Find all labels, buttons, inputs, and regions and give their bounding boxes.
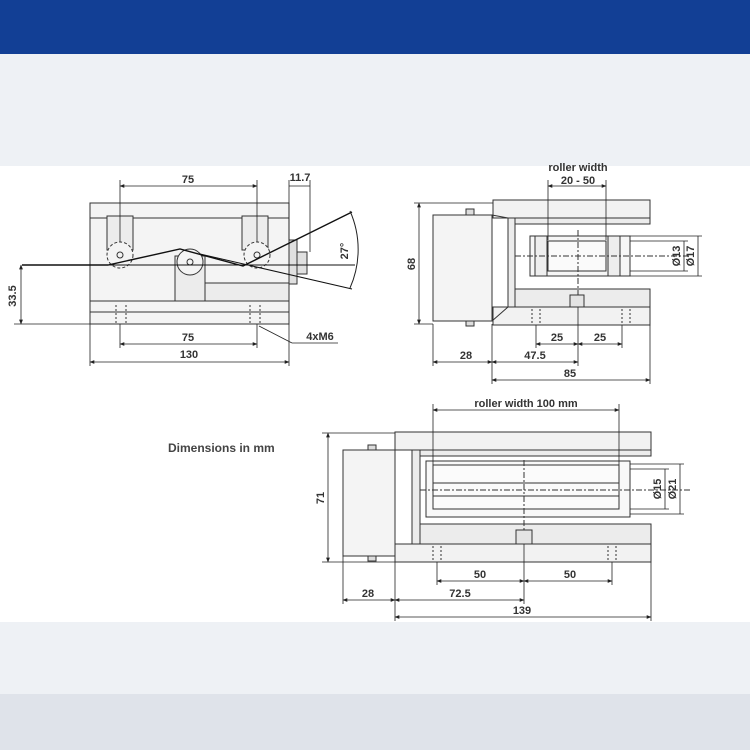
side-wide-dia-15: Ø15 <box>652 479 664 500</box>
side-view-wide-dimensions <box>322 404 684 621</box>
side-narrow-roller-width-label: roller width <box>548 162 608 174</box>
front-dim-33-5: 33.5 <box>7 285 19 306</box>
side-wide-cap <box>342 449 396 557</box>
upper-background-band <box>0 54 750 166</box>
side-narrow-roller-width-range: 20 - 50 <box>561 175 595 187</box>
side-narrow-height-68: 68 <box>406 258 418 270</box>
side-wide-dim-50-right: 50 <box>564 569 576 581</box>
front-roller-center <box>176 248 204 276</box>
front-dim-11-7: 11.7 <box>290 172 311 184</box>
side-wide-dim-50-left: 50 <box>474 569 486 581</box>
side-wide-dim-28: 28 <box>362 588 374 600</box>
side-wide-roller-width: roller width 100 mm <box>474 398 578 410</box>
side-narrow-cap <box>432 214 493 322</box>
front-dim-angle: 27° <box>339 243 351 260</box>
side-narrow-dim-47-5: 47.5 <box>524 350 545 362</box>
dimensions-caption: Dimensions in mm <box>168 441 275 455</box>
side-narrow-dim-25-left: 25 <box>551 332 563 344</box>
front-dim-75-top: 75 <box>182 174 194 186</box>
front-dim-130: 130 <box>180 349 198 361</box>
side-wide-dim-72-5: 72.5 <box>449 588 470 600</box>
front-dim-75-bottom: 75 <box>182 332 194 344</box>
side-wide-dia-21: Ø21 <box>667 479 679 500</box>
side-narrow-dim-28: 28 <box>460 350 472 362</box>
side-wide-height-71: 71 <box>315 492 327 504</box>
side-narrow-dim-85: 85 <box>564 368 576 380</box>
front-view-dimensions <box>14 180 338 366</box>
top-banner <box>0 0 750 54</box>
side-narrow-dia-17: Ø17 <box>685 246 697 267</box>
side-narrow-dia-13: Ø13 <box>671 246 683 267</box>
side-view-narrow-dimensions <box>414 180 702 384</box>
front-dim-mount: 4xM6 <box>306 331 334 343</box>
lower-background-strip <box>0 694 750 750</box>
side-narrow-dim-25-right: 25 <box>594 332 606 344</box>
lower-background-band <box>0 622 750 750</box>
front-view <box>22 202 359 325</box>
side-wide-dim-139: 139 <box>513 605 531 617</box>
side-view-narrow <box>432 199 690 327</box>
side-view-wide <box>342 431 690 563</box>
